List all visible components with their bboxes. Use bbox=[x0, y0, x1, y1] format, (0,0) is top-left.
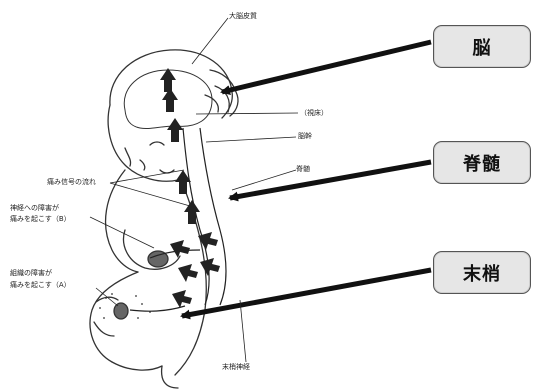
periphery-box: 末梢 bbox=[433, 251, 531, 294]
label-pain-signal-flow: 痛み信号の流れ bbox=[47, 178, 96, 186]
label-tissue-damage-1: 組織の障害が bbox=[10, 269, 52, 277]
label-brainstem: 脳幹 bbox=[298, 132, 312, 140]
signal-arrows bbox=[160, 68, 220, 308]
label-peripheral-nerve: 末梢神経 bbox=[222, 363, 250, 371]
brain-box: 脳 bbox=[433, 25, 531, 68]
label-cerebral-cortex: 大脳皮質 bbox=[229, 12, 257, 20]
label-tissue-damage-2: 痛みを起こす（A） bbox=[10, 281, 71, 289]
label-nerve-damage-1: 神経への障害が bbox=[10, 204, 59, 212]
spinal-cord-path bbox=[129, 127, 227, 312]
label-spinal: 脊髄 bbox=[296, 165, 310, 173]
label-thalamus: （視床） bbox=[300, 109, 328, 117]
callout-arrows bbox=[180, 39, 432, 320]
brain-callout-arrow bbox=[220, 39, 432, 96]
spinal-cord-box: 脊髄 bbox=[433, 141, 531, 184]
periphery-callout-arrow bbox=[180, 267, 432, 320]
tissue-damage-dots bbox=[99, 293, 151, 319]
child-figure bbox=[89, 49, 239, 389]
label-nerve-damage-2: 痛みを起こす（B） bbox=[10, 215, 71, 223]
spinal-callout-arrow bbox=[228, 159, 432, 202]
leader-lines bbox=[89, 17, 299, 363]
